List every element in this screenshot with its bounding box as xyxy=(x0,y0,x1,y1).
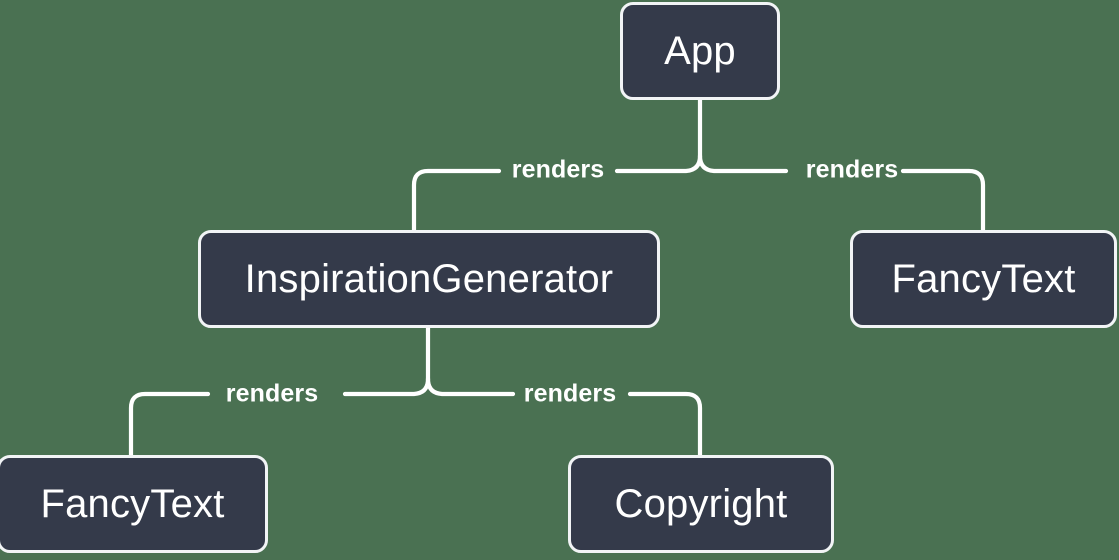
node-copyright-label: Copyright xyxy=(614,481,788,526)
node-app-label: App xyxy=(664,28,736,73)
node-copyright[interactable]: Copyright xyxy=(568,455,834,553)
edge-app-to-inspirationgenerator xyxy=(411,168,502,233)
edge-label-inspirationgenerator-to-copyright: renders xyxy=(523,379,617,408)
edge-label-app-to-fancytext-right: renders xyxy=(805,155,899,184)
node-fancytext-bottom[interactable]: FancyText xyxy=(0,455,268,553)
edge-label-app-to-inspirationgenerator: renders xyxy=(511,155,605,184)
node-inspiration-generator[interactable]: InspirationGenerator xyxy=(198,230,660,328)
edge-app-junction-right xyxy=(697,153,789,174)
node-fancytext-bottom-label: FancyText xyxy=(40,481,225,526)
node-fancytext-right-label: FancyText xyxy=(891,256,1076,301)
node-fancytext-right[interactable]: FancyText xyxy=(850,230,1117,328)
edge-label-inspirationgenerator-to-fancytext-bottom: renders xyxy=(225,379,319,408)
edge-app-junction-left xyxy=(614,153,703,174)
edge-inspirationgenerator-junction-right xyxy=(425,376,516,397)
edge-inspirationgenerator-to-fancytext-bottom xyxy=(128,391,211,458)
edge-inspirationgenerator-to-copyright xyxy=(627,391,703,458)
node-app[interactable]: App xyxy=(620,2,780,100)
edge-app-to-fancytext-right xyxy=(900,168,986,233)
node-inspiration-generator-label: InspirationGenerator xyxy=(244,256,614,301)
edge-inspirationgenerator-junction-left xyxy=(342,376,431,397)
